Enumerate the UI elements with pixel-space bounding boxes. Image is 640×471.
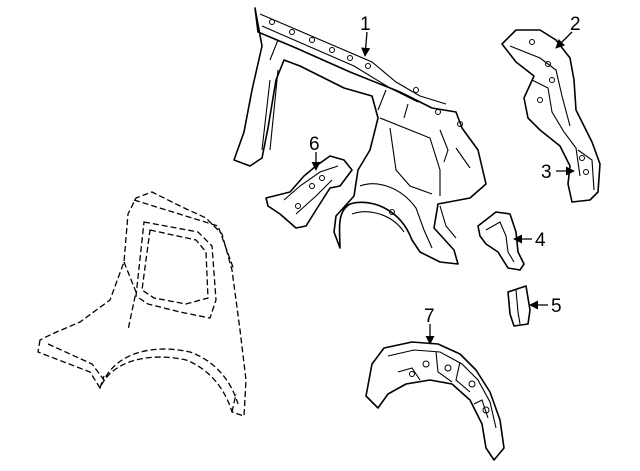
part-5-support-bracket [507,285,531,327]
callout-6: 6 [309,134,320,155]
part-4-wheelhouse-extension [477,211,525,271]
callout-1: 1 [360,14,371,35]
callout-2: 2 [570,14,581,35]
part-7-wheelhouse-liner [365,341,505,461]
callout-4: 4 [535,230,546,251]
leader-2 [555,31,573,49]
callout-5: 5 [551,296,562,317]
part-6-inner-bracket [265,155,353,229]
callout-7: 7 [424,306,435,327]
callout-leaders [311,31,575,345]
leader-1 [361,31,371,57]
callout-labels: 1 2 3 4 5 6 7 [309,14,581,327]
part-1-inner-quarter-panel [233,7,487,265]
quarter-panel-reference-outline [37,191,247,417]
callout-3: 3 [541,162,552,183]
